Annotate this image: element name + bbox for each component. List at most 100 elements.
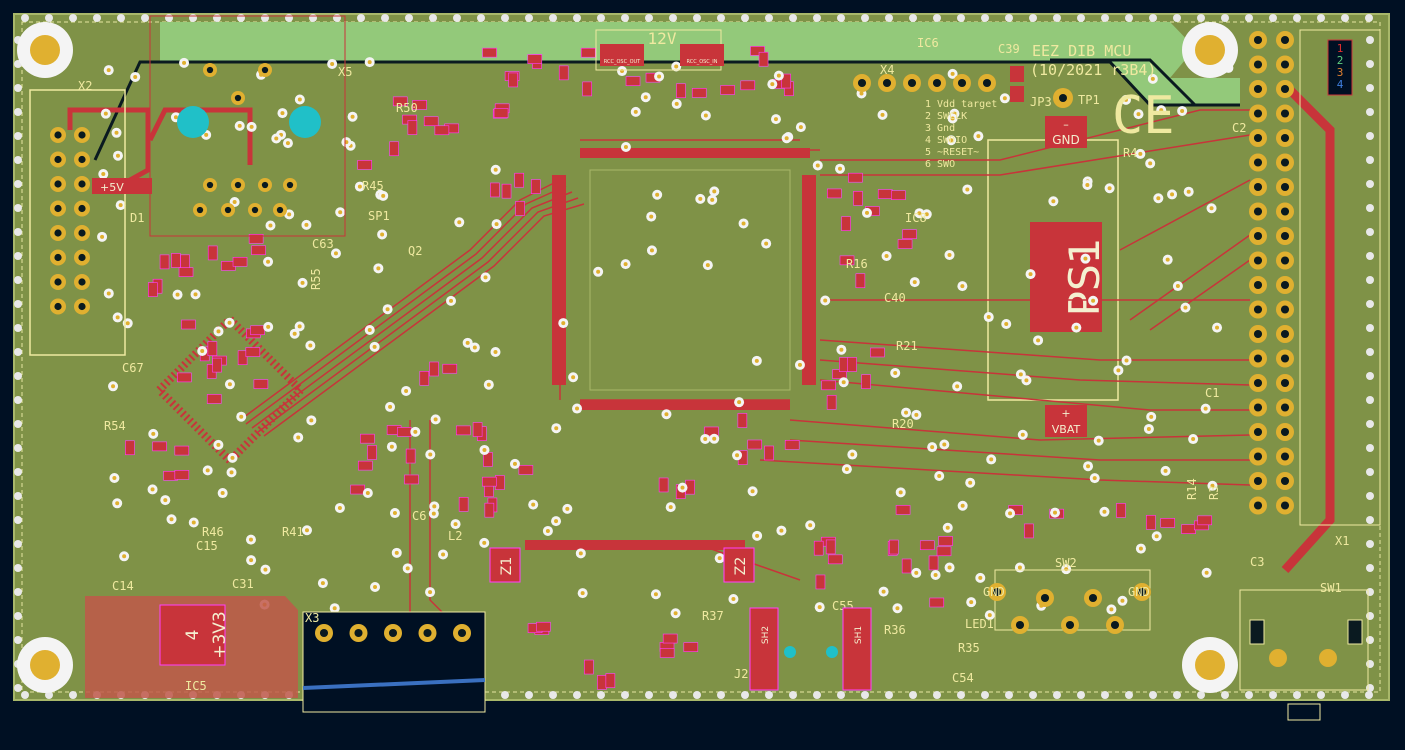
via-drill — [1150, 76, 1155, 81]
drill-hole — [1280, 427, 1290, 437]
stitch-via — [1366, 468, 1374, 476]
via-drill — [643, 95, 648, 100]
smd-pad — [870, 347, 885, 358]
via-drill — [881, 589, 886, 594]
stitch-via — [933, 691, 941, 699]
sw1-pad[interactable] — [1269, 649, 1287, 667]
drill-hole — [286, 181, 294, 189]
label-5v: +5V — [100, 181, 124, 194]
stitch-via — [1029, 14, 1037, 22]
via-drill — [433, 417, 438, 422]
mcu-outline — [589, 169, 791, 391]
smd-pad — [248, 233, 264, 244]
x3-header[interactable] — [315, 624, 471, 642]
stitch-via — [1077, 14, 1085, 22]
stitch-via — [1173, 691, 1181, 699]
via-drill — [950, 116, 955, 121]
stitch-via — [14, 540, 22, 548]
via-drill — [175, 292, 180, 297]
drill-hole — [1015, 620, 1025, 630]
smd-pad — [827, 554, 843, 565]
via-drill — [987, 613, 992, 618]
stitch-via — [765, 14, 773, 22]
smd-pad — [891, 190, 906, 200]
x2-header[interactable] — [50, 127, 90, 315]
via-drill — [841, 380, 846, 385]
drill-hole — [78, 302, 86, 311]
stitch-via — [909, 14, 917, 22]
stitch-via — [14, 636, 22, 644]
ref-r4: R4 — [1123, 146, 1137, 160]
stitch-via — [14, 84, 22, 92]
via-drill — [798, 125, 803, 130]
via-drill — [1186, 189, 1191, 194]
smd-pad — [357, 160, 372, 170]
j2-hole — [826, 646, 838, 658]
via-drill — [106, 291, 111, 296]
smd-pad — [855, 273, 866, 289]
stitch-via — [14, 228, 22, 236]
drill-hole — [1253, 256, 1263, 265]
smd-pad — [825, 539, 836, 555]
drill-hole — [1280, 84, 1290, 94]
ic5-pad — [159, 604, 226, 666]
via-drill — [859, 91, 864, 96]
stitch-via — [741, 14, 749, 22]
ref-ic6: IC6 — [917, 36, 939, 50]
smd-pad — [458, 497, 469, 512]
sw1-actuator — [1287, 703, 1321, 721]
stitch-via — [1053, 691, 1061, 699]
sh1-pad — [842, 607, 872, 691]
via-drill — [1028, 272, 1033, 277]
x4-header[interactable] — [853, 74, 996, 92]
ref-r54: R54 — [104, 419, 126, 433]
drill-hole — [1253, 84, 1263, 94]
via-drill — [578, 551, 583, 556]
via-drill — [917, 211, 922, 216]
smd-pad — [737, 413, 748, 428]
via-drill — [308, 343, 313, 348]
smd-pad — [392, 96, 408, 107]
via-drill — [232, 199, 237, 204]
via-drill — [741, 221, 746, 226]
smd-pad — [251, 245, 266, 256]
drill-hole — [1110, 620, 1120, 630]
drill-hole — [992, 587, 1002, 597]
sw1-slot — [1347, 619, 1363, 645]
ref-d1: D1 — [130, 211, 144, 225]
via-drill — [457, 220, 462, 225]
x5-header[interactable] — [193, 63, 297, 217]
vbat-label: VBAT — [1052, 423, 1081, 436]
via-drill — [839, 347, 844, 352]
smd-pad — [455, 425, 471, 436]
drill-hole — [1253, 182, 1263, 192]
stitch-via — [501, 14, 509, 22]
drill-hole — [1088, 593, 1098, 603]
sw1-pad[interactable] — [1319, 649, 1337, 667]
drill-hole — [1253, 305, 1263, 314]
x1-header[interactable] — [1249, 31, 1294, 515]
smd-pad — [815, 574, 826, 590]
smd-pad — [518, 465, 534, 475]
sw2-pins[interactable] — [988, 583, 1151, 634]
stitch-via — [213, 14, 221, 22]
layer-2: 2 — [1337, 54, 1344, 67]
smd-pad — [919, 540, 935, 551]
drill-hole — [1280, 109, 1290, 118]
ref-c63: C63 — [312, 237, 334, 251]
smd-pad — [527, 54, 543, 64]
ref-r21: R21 — [896, 339, 918, 353]
stitch-via — [1293, 14, 1301, 22]
via-drill — [937, 473, 942, 478]
via-drill — [332, 606, 337, 611]
via-drill — [755, 533, 760, 538]
smd-pad — [536, 621, 551, 632]
via-drill — [216, 329, 221, 334]
via-drill — [388, 404, 393, 409]
drill-hole — [78, 180, 86, 188]
via-drill — [924, 212, 929, 217]
via-drill — [580, 591, 585, 596]
stitch-via — [1366, 204, 1374, 212]
drill-hole — [54, 253, 62, 262]
